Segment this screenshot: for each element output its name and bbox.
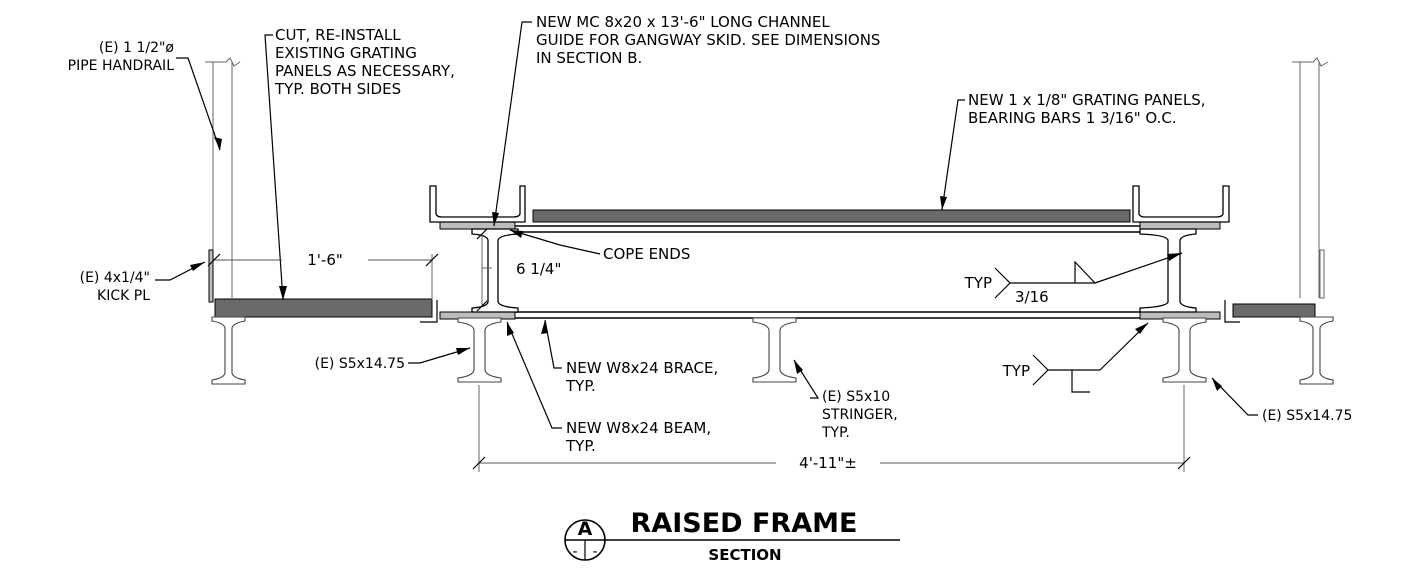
bubble-sheet-right: - [592,544,597,560]
note-kick-pl: (E) 4x1/4" KICK PL [80,270,151,304]
note-line: PANELS AS NECESSARY, [275,62,455,80]
note-line: (E) S5x10 [822,389,890,405]
note-beam: NEW W8x24 BEAM, TYP. [565,419,711,455]
note-channel-guide: NEW MC 8x20 x 13'-6" LONG CHANNEL GUIDE … [536,13,880,67]
note-grating-panels: NEW 1 x 1/8" GRATING PANELS, BEARING BAR… [968,91,1206,127]
right-mc-channel [1132,185,1230,223]
note-line: KICK PL [97,288,150,304]
note-weld-size: 3/16 [1015,288,1049,306]
drawing-subtitle: SECTION [708,546,781,564]
dimension-beam-depth: 6 1/4" [476,228,561,312]
weld-symbol-upper [994,252,1183,299]
note-pipe-handrail: (E) 1 1/2"ø PIPE HANDRAIL [68,40,175,74]
right-s5x14-75-beam [1299,316,1334,385]
note-line: NEW W8x24 BEAM, [566,419,711,437]
note-line: NEW W8x24 BRACE, [566,359,718,377]
note-line: CUT, RE-INSTALL [275,26,401,44]
note-line: TYP. [565,437,596,455]
note-line: PIPE HANDRAIL [68,58,175,74]
note-line: TYP. [565,377,596,395]
note-cope-ends: COPE ENDS [603,245,690,263]
raised-frame [439,221,1221,320]
note-line: TYP. [821,425,850,441]
note-line: EXISTING GRATING [275,44,417,62]
drawing-title: RAISED FRAME [631,508,858,539]
note-line: TYP. BOTH SIDES [274,80,401,98]
left-mc-channel [429,185,526,223]
note-s5-right: (E) S5x14.75 [1262,408,1352,424]
note-weld-typ-lower: TYP [1002,362,1030,380]
weld-symbol-lower [1032,322,1149,393]
dim-1ft-6in: 1'-6" [307,251,343,269]
note-line: (E) 4x1/4" [80,270,150,286]
dimension-kick-offset: 1'-6" [207,251,439,300]
note-line: (E) 1 1/2"ø [99,40,175,56]
right-existing-grating [1224,300,1316,323]
dim-4ft-11in: 4'-11"± [799,454,857,472]
leader-lines [155,21,1258,429]
note-line: STRINGER, [822,407,898,423]
right-handrail [1292,57,1329,299]
bubble-letter: A [578,518,593,540]
note-line: NEW 1 x 1/8" GRATING PANELS, [968,91,1206,109]
note-cut-reinstall: CUT, RE-INSTALL EXISTING GRATING PANELS … [274,26,455,98]
note-line: IN SECTION B. [536,49,642,67]
center-stringer-s5x10 [752,317,797,383]
right-support-s5 [1162,317,1207,383]
section-title-block: A - - RAISED FRAME SECTION [564,508,900,564]
left-s5x14-75-beam [211,316,246,385]
note-weld-typ-upper: TYP [964,274,992,292]
note-brace: NEW W8x24 BRACE, TYP. [565,359,718,395]
note-line: BEARING BARS 1 3/16" O.C. [968,109,1177,127]
dimension-overall: 4'-11"± [472,385,1191,472]
left-existing-grating [208,249,438,323]
note-line: GUIDE FOR GANGWAY SKID. SEE DIMENSIONS [536,31,880,49]
note-stringer: (E) S5x10 STRINGER, TYP. [821,389,898,441]
note-line: NEW MC 8x20 x 13'-6" LONG CHANNEL [536,13,830,31]
dim-6-1-4: 6 1/4" [516,260,561,278]
bubble-sheet-left: - [572,544,577,560]
new-grating-panel [532,209,1131,223]
note-s5-left: (E) S5x14.75 [315,356,405,372]
left-support-s5 [457,317,502,383]
